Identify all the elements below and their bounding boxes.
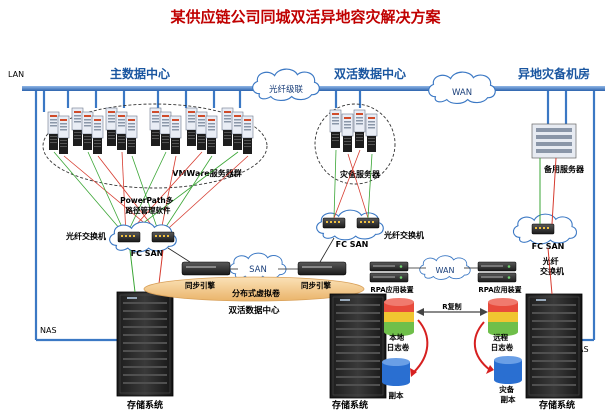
remote-fc-switch bbox=[531, 223, 555, 235]
remote-storage-label: 存储系统 bbox=[539, 399, 575, 411]
main-fc-switch-right bbox=[151, 231, 175, 243]
multipath-label-line2: 路径管理软件 bbox=[126, 205, 171, 215]
wan-top-label: WAN bbox=[452, 88, 472, 98]
local-log-arrowhead bbox=[410, 368, 417, 377]
main-storage-label: 存储系统 bbox=[127, 399, 163, 411]
remote-fc-san-label: FC SAN bbox=[532, 242, 565, 251]
active-storage-cabinet bbox=[329, 293, 387, 399]
remote-storage-link bbox=[547, 247, 553, 295]
active-fc-switch-left bbox=[322, 217, 346, 229]
remote-fiber-switch-label-line2: 交换机 bbox=[540, 266, 564, 276]
middle-san-label: SAN bbox=[249, 265, 267, 275]
remote-log-label-line1: 远程 bbox=[493, 333, 508, 342]
wan-mid-label: WAN bbox=[436, 266, 455, 275]
sync-engine-right-label: 同步引擎 bbox=[301, 280, 331, 290]
remote-dr-replica-label-line1: 灾备 bbox=[499, 384, 514, 394]
lan-drop-lines bbox=[34, 91, 596, 342]
remote-server-label: 备用服务器 bbox=[543, 164, 585, 174]
active-server-boundary bbox=[314, 103, 396, 185]
vmware-cluster-boundary bbox=[42, 103, 268, 189]
local-log-volume bbox=[384, 298, 414, 336]
main-fc-san-label: FC SAN bbox=[131, 249, 164, 258]
local-log-label: 本地 日志卷 bbox=[387, 332, 410, 352]
local-log-label-line1: 本地 bbox=[388, 332, 404, 342]
active-fiber-switch-label: 光纤交换机 bbox=[383, 230, 424, 240]
rpa-right-label: RPA应用装置 bbox=[478, 285, 521, 294]
r-copy-label: R复制 bbox=[442, 302, 461, 311]
rpa-left-unit-2 bbox=[369, 272, 409, 283]
remote-fiber-switch-label: 光纤 交换机 bbox=[540, 256, 564, 276]
r-copy-arrow-right bbox=[480, 308, 488, 316]
site-header-main: 主数据中心 bbox=[110, 66, 170, 81]
remote-fiber-switch-label-line1: 光纤 bbox=[542, 256, 559, 266]
site-header-active: 双活数据中心 bbox=[334, 66, 406, 81]
rpa-right-unit-2 bbox=[477, 272, 517, 283]
remote-log-label: 远程 日志卷 bbox=[491, 333, 514, 352]
site-header-remote: 异地灾备机房 bbox=[518, 66, 590, 81]
main-storage-cabinet bbox=[116, 291, 174, 397]
remote-log-arrow bbox=[474, 321, 491, 371]
multipath-label-line1: PowerPath多 bbox=[120, 195, 174, 205]
remote-backup-server bbox=[531, 123, 577, 159]
sync-engine-right bbox=[297, 261, 347, 276]
main-fiber-switch-label: 光纤交换机 bbox=[65, 231, 106, 241]
local-log-label-line2: 日志卷 bbox=[387, 342, 410, 352]
remote-dr-replica-volume bbox=[494, 356, 522, 384]
r-copy-arrow-left bbox=[416, 308, 424, 316]
local-replica-label: 副本 bbox=[389, 390, 404, 400]
sync-engine-links bbox=[167, 237, 335, 270]
rpa-right-unit-1 bbox=[477, 261, 517, 272]
sync-engine-left bbox=[181, 261, 231, 276]
main-fc-switch-left bbox=[117, 231, 141, 243]
local-replica-volume bbox=[382, 358, 410, 386]
remote-log-volume bbox=[488, 298, 518, 336]
vmware-cluster-label: VMWare服务器群 bbox=[172, 168, 241, 178]
virtual-volume-label: 分布式虚拟卷 bbox=[232, 288, 281, 298]
remote-log-label-line2: 日志卷 bbox=[491, 342, 514, 352]
dual-active-label: 双活数据中心 bbox=[228, 305, 280, 316]
vmware-server-group bbox=[47, 107, 254, 155]
rpa-left-label: RPA应用装置 bbox=[370, 285, 413, 294]
nas-label-left: NAS bbox=[40, 326, 57, 335]
distributed-virtual-volume bbox=[143, 276, 365, 302]
remote-log-arrowhead bbox=[486, 365, 494, 374]
active-server-group bbox=[329, 109, 378, 153]
active-storage-label: 存储系统 bbox=[332, 399, 368, 411]
multipath-label: PowerPath多 路径管理软件 bbox=[120, 195, 176, 215]
remote-storage-cabinet bbox=[525, 293, 583, 399]
remote-server-links bbox=[539, 157, 557, 225]
active-fc-switch-right bbox=[356, 217, 380, 229]
sync-engine-left-label: 同步引擎 bbox=[185, 280, 215, 290]
rpa-left-unit-1 bbox=[369, 261, 409, 272]
local-log-arrow bbox=[413, 319, 429, 373]
active-fc-san-label: FC SAN bbox=[336, 240, 369, 249]
active-server-label: 灾备服务器 bbox=[340, 169, 381, 179]
fiber-cascade-label: 光纤级联 bbox=[269, 84, 304, 95]
remote-dr-replica-label: 灾备 副本 bbox=[499, 384, 517, 404]
lan-label: LAN bbox=[8, 70, 24, 79]
active-server-links bbox=[333, 149, 373, 219]
remote-dr-replica-label-line2: 副本 bbox=[501, 394, 516, 404]
page-title: 某供应链公司同城双活异地容灾解决方案 bbox=[170, 8, 441, 26]
